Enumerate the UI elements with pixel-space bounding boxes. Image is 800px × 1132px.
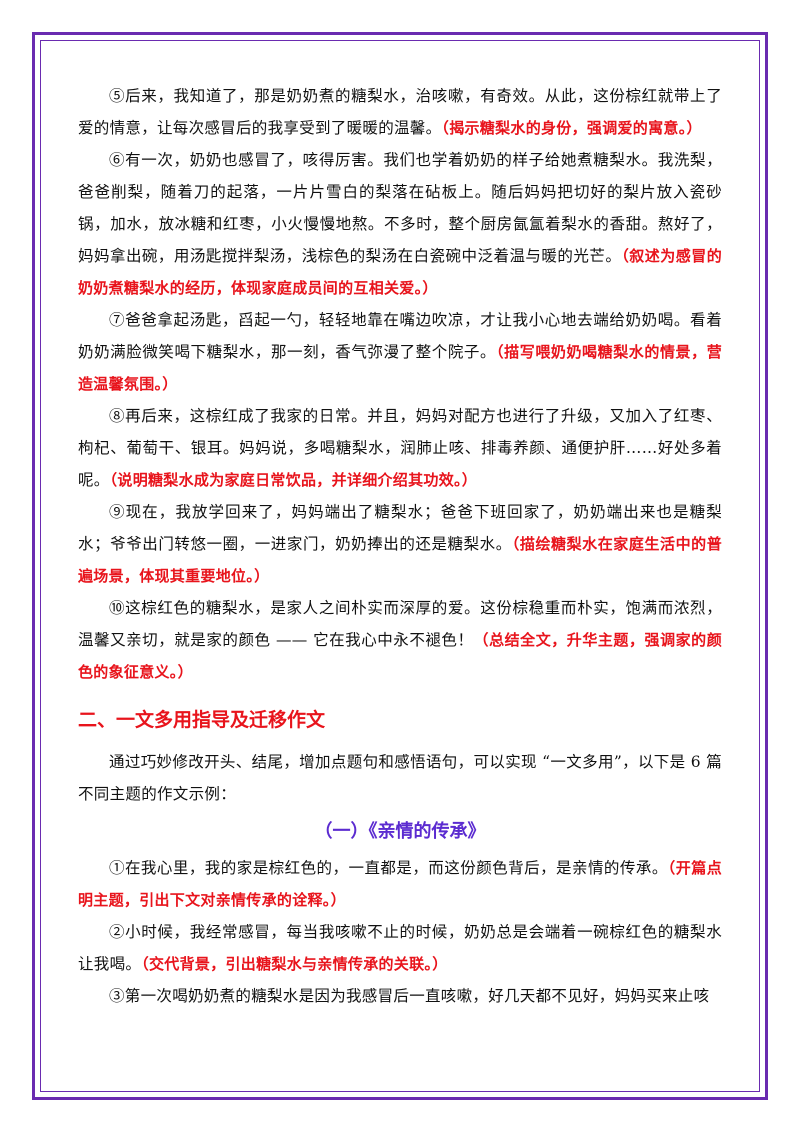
essay-paragraph-2: ②小时候，我经常感冒，每当我咳嗽不止的时候，奶奶总是会端着一碗棕红色的糖梨水让我…	[78, 916, 722, 980]
section-intro: 通过巧妙修改开头、结尾，增加点题句和感悟语句，可以实现 “一文多用”，以下是 6…	[78, 753, 722, 803]
page-border-outer	[32, 32, 768, 1100]
paragraph-text: ⑦爸爸拿起汤匙，舀起一勺，轻轻地靠在嘴边吹凉，才让我小心地去端给奶奶喝。看着奶奶…	[78, 311, 722, 361]
paragraph-text: ②小时候，我经常感冒，每当我咳嗽不止的时候，奶奶总是会端着一碗棕红色的糖梨水让我…	[78, 923, 722, 973]
paragraph-text: ⑨现在，我放学回来了，妈妈端出了糖梨水；爸爸下班回家了，奶奶端出来也是糖梨水；爷…	[78, 503, 722, 553]
annotation-note: （总结全文，升华主题，强调家的颜色的象征意义。）	[78, 631, 722, 681]
paragraph-text: ⑤后来，我知道了，那是奶奶煮的糖梨水，治咳嗽，有奇效。从此，这份棕红就带上了爱的…	[78, 87, 722, 137]
paragraph-10: ⑩这棕红色的糖梨水，是家人之间朴实而深厚的爱。这份棕稳重而朴实，饱满而浓烈，温馨…	[78, 592, 722, 688]
section-heading: 二、一文多用指导及迁移作文	[78, 709, 326, 731]
annotation-note: （描绘糖梨水在家庭生活中的普遍场景，体现其重要地位。）	[78, 535, 722, 585]
page-border-inner	[40, 40, 760, 1092]
paragraph-9: ⑨现在，我放学回来了，妈妈端出了糖梨水；爸爸下班回家了，奶奶端出来也是糖梨水；爷…	[78, 496, 722, 592]
annotation-note: （说明糖梨水成为家庭日常饮品，并详细介绍其功效。）	[109, 471, 478, 489]
annotation-note: （开篇点明主题，引出下文对亲情传承的诠释。）	[78, 859, 722, 909]
paragraph-8: ⑧再后来，这棕红成了我家的日常。并且，妈妈对配方也进行了升级，又加入了红枣、枸杞…	[78, 400, 722, 496]
essay-subtitle: （一）《亲情的传承》	[314, 821, 486, 842]
annotation-note: （揭示糖梨水的身份，强调爱的寓意。）	[441, 119, 702, 137]
annotation-note: （交代背景，引出糖梨水与亲情传承的关联。）	[141, 955, 448, 973]
paragraph-6: ⑥有一次，奶奶也感冒了，咳得厉害。我们也学着奶奶的样子给她煮糖梨水。我洗梨，爸爸…	[78, 144, 722, 304]
paragraph-text: ⑧再后来，这棕红成了我家的日常。并且，妈妈对配方也进行了升级，又加入了红枣、枸杞…	[78, 407, 722, 489]
paragraph-text: ⑩这棕红色的糖梨水，是家人之间朴实而深厚的爱。这份棕稳重而朴实，饱满而浓烈，温馨…	[78, 599, 722, 649]
paragraph-text: ①在我心里，我的家是棕红色的，一直都是，而这份颜色背后，是亲情的传承。	[109, 859, 668, 877]
annotation-note: （描写喂奶奶喝糖梨水的情景，营造温馨氛围。）	[78, 343, 722, 393]
paragraph-text: ③第一次喝奶奶煮的糖梨水是因为我感冒后一直咳嗽，好几天都不见好，妈妈买来止咳	[109, 987, 710, 1005]
essay-paragraph-3: ③第一次喝奶奶煮的糖梨水是因为我感冒后一直咳嗽，好几天都不见好，妈妈买来止咳	[78, 980, 722, 1012]
document-body: ⑤后来，我知道了，那是奶奶煮的糖梨水，治咳嗽，有奇效。从此，这份棕红就带上了爱的…	[78, 80, 722, 1070]
essay-paragraph-1: ①在我心里，我的家是棕红色的，一直都是，而这份颜色背后，是亲情的传承。（开篇点明…	[78, 852, 722, 916]
paragraph-text: ⑥有一次，奶奶也感冒了，咳得厉害。我们也学着奶奶的样子给她煮糖梨水。我洗梨，爸爸…	[78, 151, 722, 265]
annotation-note: （叙述为感冒的奶奶煮糖梨水的经历，体现家庭成员间的互相关爱。）	[78, 247, 722, 297]
paragraph-7: ⑦爸爸拿起汤匙，舀起一勺，轻轻地靠在嘴边吹凉，才让我小心地去端给奶奶喝。看着奶奶…	[78, 304, 722, 400]
paragraph-5: ⑤后来，我知道了，那是奶奶煮的糖梨水，治咳嗽，有奇效。从此，这份棕红就带上了爱的…	[78, 80, 722, 144]
